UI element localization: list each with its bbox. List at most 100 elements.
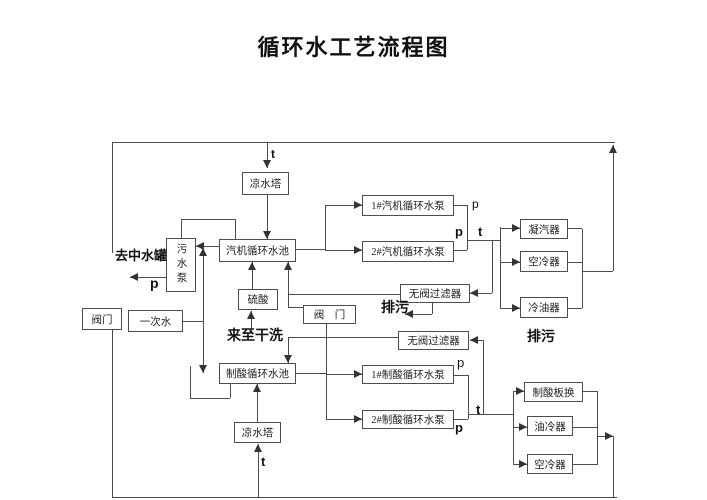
flow-line-vertical — [468, 375, 469, 419]
flow-line-horizontal — [454, 419, 468, 420]
label-t-cooling-tower-bottom: t — [261, 454, 266, 469]
arrowhead-up-icon — [609, 145, 617, 153]
label-to-reclaimed-water-tank: 去中水罐 — [115, 248, 168, 263]
flow-line-vertical — [257, 384, 258, 422]
node-turbine-pump-1: 1#汽机循环水泵 — [362, 195, 454, 216]
flow-line-horizontal — [325, 250, 362, 251]
flow-line-vertical — [467, 205, 468, 250]
flow-line-horizontal — [568, 228, 582, 229]
flow-line-horizontal — [326, 419, 362, 420]
arrowhead-up-icon — [248, 262, 256, 270]
arrowhead-right-icon — [605, 432, 613, 440]
label-blowdown-bottom: 排污 — [527, 328, 555, 344]
flow-line-horizontal — [568, 308, 582, 309]
label-p-turbine-pump-2: p — [455, 224, 463, 239]
flow-line-vertical — [326, 324, 327, 419]
flow-line-horizontal — [468, 414, 513, 415]
arrowhead-left-icon — [405, 310, 413, 318]
flow-line-horizontal — [568, 262, 582, 263]
arrowhead-right-icon — [516, 387, 524, 395]
label-p-sewage-pump: p — [150, 275, 159, 291]
flow-line-horizontal — [454, 375, 468, 376]
flow-line-vertical — [613, 436, 614, 497]
flow-line-horizontal — [583, 391, 597, 392]
flow-line-vertical — [513, 391, 514, 465]
flow-line-horizontal — [454, 205, 467, 206]
flow-line-vertical — [267, 142, 268, 168]
node-acid-pump-1: 1#制酸循环水泵 — [362, 365, 454, 384]
flow-line-horizontal — [130, 277, 166, 278]
flow-line-horizontal — [582, 271, 613, 272]
flow-line-vertical — [432, 303, 433, 314]
node-valveless-filter-bottom: 无阀过滤器 — [398, 331, 469, 350]
arrowhead-up-icon — [254, 444, 262, 452]
flow-line-vertical — [251, 311, 252, 333]
label-from-dry-wash: 来至干洗 — [227, 327, 283, 343]
flow-line-vertical — [258, 444, 259, 497]
flow-line-horizontal — [467, 240, 500, 241]
arrowhead-right-icon — [519, 460, 527, 468]
arrowhead-left-icon — [470, 289, 478, 297]
flow-line-horizontal — [500, 262, 520, 263]
arrowhead-left-icon — [196, 242, 204, 250]
flow-line-horizontal — [181, 219, 235, 220]
node-turbine-pool: 汽机循环水池 — [219, 239, 296, 262]
flow-line-vertical — [203, 246, 204, 373]
node-oil-cooler-top: 冷油器 — [520, 297, 568, 318]
label-p-acid-pump-2: p — [455, 420, 463, 435]
node-condenser: 凝汽器 — [520, 219, 568, 239]
flow-line-horizontal — [190, 398, 230, 399]
node-acid-pump-2: 2#制酸循环水泵 — [362, 410, 454, 429]
page-title: 循环水工艺流程图 — [257, 35, 450, 60]
node-cooling-tower-bottom: 凉水塔 — [234, 422, 281, 443]
arrowhead-up-icon — [199, 248, 207, 256]
flow-line-vertical — [288, 262, 289, 307]
arrowhead-right-icon — [519, 423, 527, 431]
label-t-acid-header: t — [476, 402, 481, 417]
node-air-cooler-top: 空冷器 — [520, 251, 568, 272]
arrowhead-up-icon — [284, 262, 292, 270]
label-blowdown-top: 排污 — [381, 299, 409, 315]
arrowhead-right-icon — [512, 304, 520, 312]
flow-line-horizontal — [288, 294, 400, 295]
flow-line-horizontal — [296, 249, 325, 250]
flow-line-vertical — [252, 262, 253, 289]
flow-line-vertical — [500, 227, 501, 308]
flow-line-horizontal — [470, 293, 492, 294]
node-valveless-filter-top: 无阀过滤器 — [400, 284, 470, 303]
label-p-acid-pump-1: p — [457, 355, 465, 370]
arrowhead-down-icon — [284, 355, 292, 363]
arrowhead-down-icon — [199, 365, 207, 373]
flow-line-vertical — [112, 330, 113, 497]
flow-line-horizontal — [296, 373, 326, 374]
flow-line-vertical — [235, 219, 236, 239]
flow-line-horizontal — [573, 427, 597, 428]
flow-line-horizontal — [112, 142, 615, 143]
flow-line-horizontal — [500, 228, 520, 229]
flow-line-vertical — [190, 366, 191, 398]
node-valve-left: 阀门 — [82, 308, 122, 330]
flow-line-horizontal — [288, 337, 398, 338]
flow-line-horizontal — [454, 250, 467, 251]
flow-line-vertical — [288, 337, 289, 363]
arrowhead-right-icon — [354, 246, 362, 254]
flow-line-vertical — [597, 391, 598, 465]
node-valve-mid: 阀 门 — [303, 305, 356, 324]
label-t-turbine-header: t — [478, 224, 483, 239]
node-acid-plate-exchanger: 制酸板换 — [524, 382, 583, 402]
arrowhead-left-icon — [130, 273, 138, 281]
flow-line-horizontal — [196, 246, 219, 247]
flow-line-vertical — [112, 142, 113, 253]
arrowhead-down-icon — [263, 231, 271, 239]
arrowhead-down-icon — [263, 160, 271, 168]
node-air-cooler-bottom: 空冷器 — [527, 454, 573, 474]
flow-line-vertical — [230, 384, 231, 398]
flow-line-vertical — [492, 240, 493, 293]
flow-line-vertical — [582, 229, 583, 308]
arrowhead-right-icon — [354, 370, 362, 378]
flow-line-vertical — [613, 145, 614, 271]
flow-line-vertical — [181, 219, 182, 238]
flow-line-horizontal — [573, 464, 597, 465]
node-sewage-pump: 污水泵 — [166, 238, 196, 292]
